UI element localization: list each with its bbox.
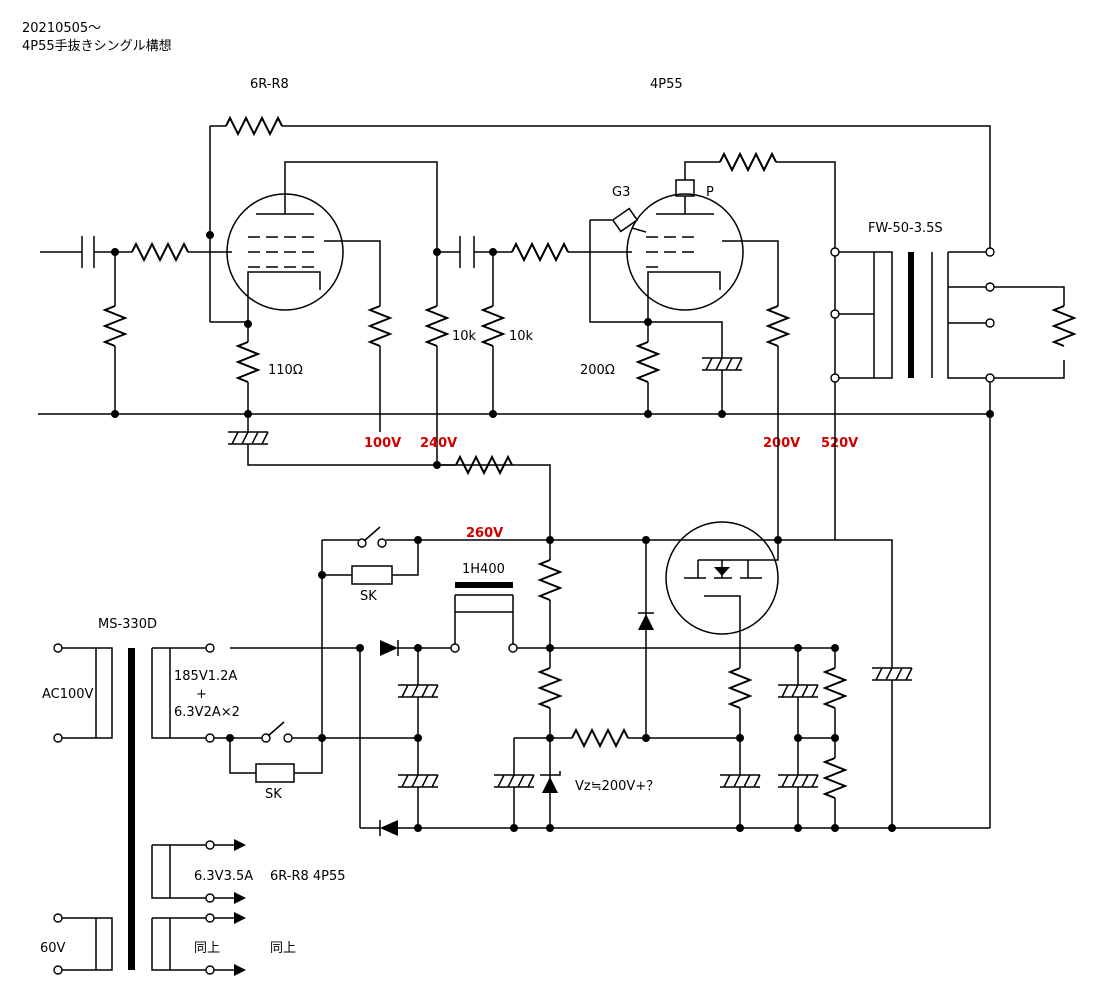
voltage-260v: 260V	[466, 526, 503, 541]
zener-label: Vz≒200V+？	[575, 779, 659, 794]
filter-caps	[398, 648, 913, 828]
g3-label: G3	[612, 185, 630, 200]
choke	[450, 582, 518, 653]
v60-label: 60V	[40, 941, 66, 956]
header-title: 4P55手抜きシングル構想	[22, 38, 172, 54]
r-110-label: 110Ω	[268, 363, 303, 378]
power-trans-label: MS-330D	[98, 617, 157, 632]
secondary-1-label: 185V1.2A	[174, 669, 237, 684]
heater-label: 6.3V3.5A	[194, 869, 253, 884]
r-200-label: 200Ω	[580, 363, 615, 378]
tube2-label: 4P55	[650, 77, 683, 92]
heater-tubes-label: 6R-R8 4P55	[270, 869, 346, 884]
feedback-line	[209, 115, 991, 322]
p-label: P	[706, 185, 714, 200]
header-date: 20210505〜	[22, 21, 101, 36]
voltage-200v: 200V	[763, 436, 800, 451]
output-trans-label: FW-50-3.5S	[868, 221, 943, 236]
voltage-520v: 520V	[821, 436, 858, 451]
same-2-label: 同上	[270, 941, 296, 956]
secondary-plus-label: +	[196, 687, 207, 702]
tube1-symbol	[210, 161, 438, 323]
voltage-100v: 100V	[364, 436, 401, 451]
ac-label: AC100V	[42, 687, 94, 702]
mosfet	[665, 521, 779, 668]
sk1-label: SK	[360, 589, 377, 604]
cathode-cap-2	[702, 357, 743, 414]
r-10k-a-label: 10k	[452, 329, 477, 344]
sk2-label: SK	[265, 787, 282, 802]
tube1-label: 6R-R8	[250, 77, 289, 92]
coupling-stage: 10k 10k	[424, 236, 632, 469]
r-10k-b-label: 10k	[509, 329, 534, 344]
secondary-2-label: 6.3V2A×2	[174, 705, 240, 720]
tube2-symbol	[589, 151, 836, 358]
same-1-label: 同上	[194, 941, 220, 956]
power-transformer	[53, 643, 418, 976]
b-plus-rail: SK	[318, 526, 893, 738]
output-transformer	[830, 247, 1077, 828]
cathode-cap-1	[228, 431, 551, 540]
input-stage	[40, 231, 232, 414]
voltage-240v: 240V	[420, 436, 457, 451]
choke-label: 1H400	[462, 562, 505, 577]
